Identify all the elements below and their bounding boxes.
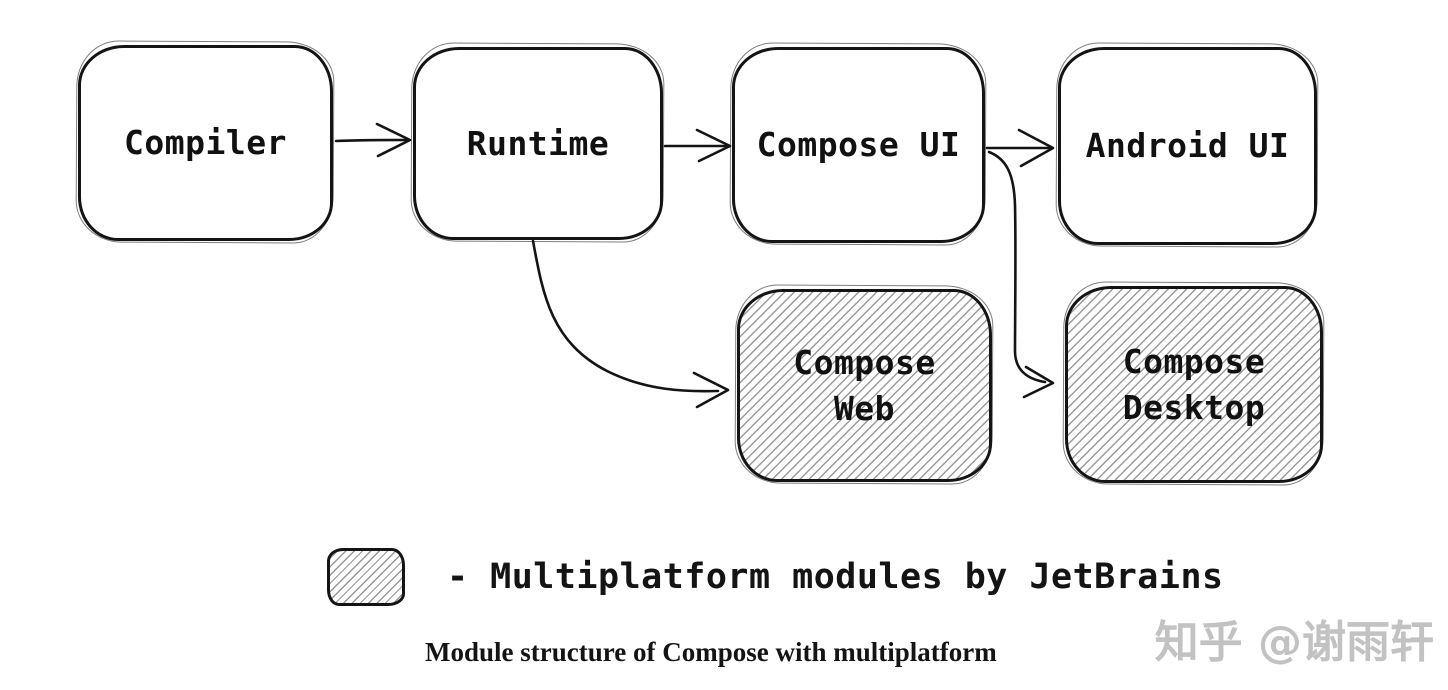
- legend-label: - Multiplatform modules by JetBrains: [447, 557, 1224, 597]
- node-compiler-label: Compiler: [124, 123, 287, 163]
- node-runtime: Runtime: [413, 47, 663, 240]
- node-compose-web: Compose Web: [737, 289, 992, 482]
- node-android-ui-label: Android UI: [1085, 126, 1290, 166]
- edge-runtime-compose-ui: [663, 128, 732, 163]
- edge-runtime-compose-web: [531, 239, 730, 409]
- node-compose-web-label: Compose Web: [793, 342, 936, 428]
- node-compose-desktop-label: Compose Desktop: [1122, 341, 1266, 427]
- legend-hatch-swatch-icon: [327, 548, 405, 606]
- node-android-ui: Android UI: [1058, 47, 1317, 245]
- node-compose-desktop: Compose Desktop: [1065, 286, 1323, 483]
- node-runtime-label: Runtime: [466, 123, 610, 163]
- node-compiler: Compiler: [78, 45, 333, 241]
- diagram-caption: Module structure of Compose with multipl…: [425, 637, 997, 667]
- node-compose-ui: Compose UI: [732, 47, 985, 243]
- edge-compiler-runtime: [334, 122, 412, 158]
- legend: - Multiplatform modules by JetBrains: [327, 548, 1224, 606]
- node-compose-ui-label: Compose UI: [756, 125, 961, 165]
- edge-compose-ui-compose-desktop: [987, 150, 1055, 399]
- edge-compose-ui-android-ui: [985, 128, 1055, 168]
- watermark: 知乎 @谢雨轩: [1154, 617, 1434, 668]
